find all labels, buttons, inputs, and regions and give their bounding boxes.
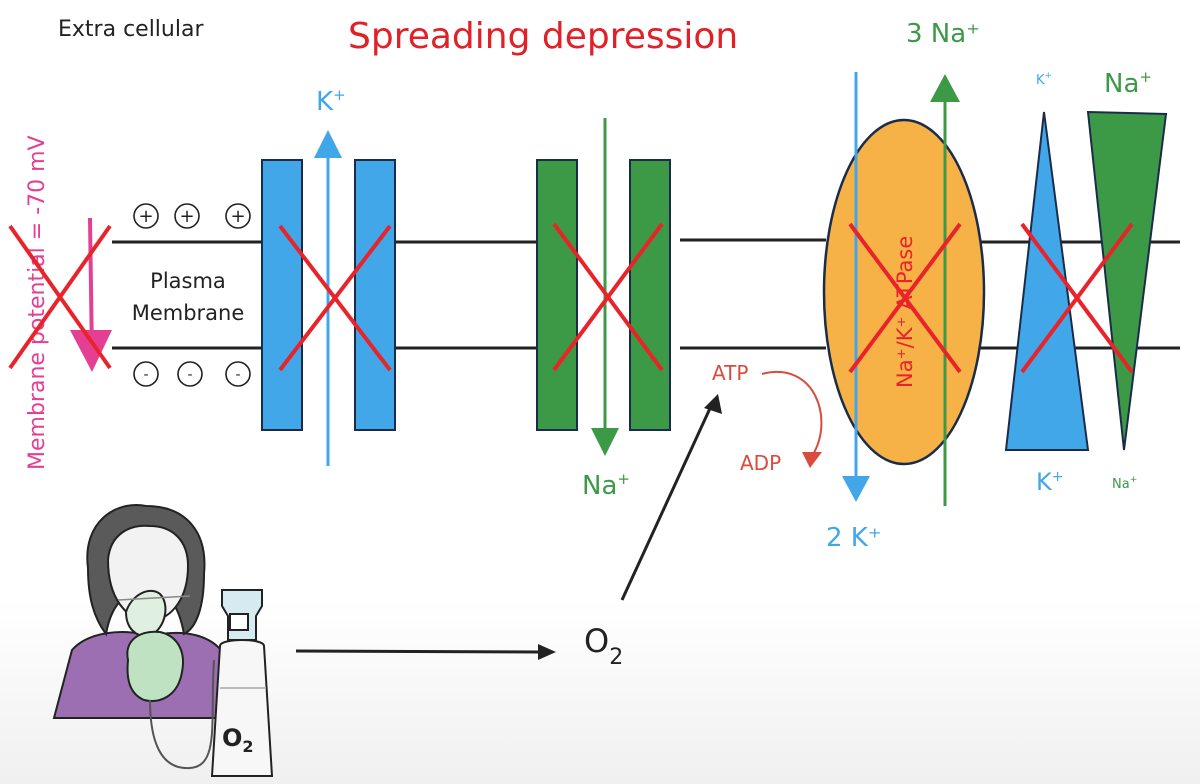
- adp-label: ADP: [740, 451, 781, 475]
- oxygen-to-atp-arrowhead: [704, 394, 722, 414]
- pump-out-label: 3 Na⁺: [906, 19, 980, 49]
- patient-illustration: [52, 504, 234, 770]
- membrane-potential-arrowhead: [70, 330, 112, 372]
- positive-charge-symbols: + + +: [138, 206, 245, 227]
- oxygen-label: O2: [584, 622, 623, 670]
- gradient-na-bottom-label: Na+: [1112, 475, 1137, 492]
- potassium-channel: [261, 130, 396, 466]
- breathing-bag: [126, 630, 184, 702]
- gradient-k-top-label: K+: [1036, 71, 1052, 88]
- gradient-cross: [1020, 222, 1134, 374]
- negative-charge-symbols: - - -: [143, 367, 240, 383]
- plasma-membrane-label-line1: Plasma: [150, 269, 226, 293]
- k-channel-ion-label: K+: [316, 86, 346, 117]
- na-channel-ion-label: Na+: [582, 470, 630, 501]
- potassium-channel-cross: [278, 224, 392, 372]
- pump-cross: [848, 222, 962, 374]
- atp-to-adp-arrowhead: [802, 452, 822, 468]
- membrane-potential-cross: [8, 224, 112, 370]
- positive-charge: +: [230, 206, 245, 227]
- positive-charge: +: [138, 206, 153, 227]
- patient-mask: [124, 589, 167, 638]
- positive-charge: +: [179, 206, 194, 227]
- oxygen-tube: [149, 659, 215, 770]
- negative-charge: -: [143, 367, 148, 383]
- pump-in-label: 2 K⁺: [826, 523, 882, 553]
- diagram-title: Spreading depression: [348, 16, 738, 57]
- gradient-na-top-label: Na+: [1104, 68, 1152, 99]
- membrane-potential-label: Membrane potential = -70 mV: [25, 135, 50, 470]
- negative-charge: -: [235, 367, 240, 383]
- plasma-membrane-label-line2: Membrane: [132, 301, 245, 325]
- oxygen-to-atp-arrow: [620, 403, 714, 601]
- sodium-channel: [536, 118, 671, 456]
- sodium-channel-cross: [552, 222, 664, 372]
- patient-to-oxygen-arrowhead: [538, 644, 556, 660]
- negative-charges: [133, 361, 251, 387]
- extracellular-label: Extra cellular: [58, 17, 204, 42]
- k-gradient-triangle: [1004, 111, 1090, 451]
- patient-mask-strap: [117, 595, 191, 601]
- gradient-k-bottom-label: K+: [1036, 468, 1063, 496]
- na-k-atpase-pump: [822, 72, 986, 506]
- oxygen-tank: [210, 589, 274, 777]
- negative-charge: -: [187, 367, 192, 383]
- tank-label: O2: [222, 724, 254, 756]
- na-gradient-triangle: [1086, 110, 1168, 451]
- tank-body: [210, 639, 274, 777]
- patient-to-oxygen-arrow: [295, 649, 541, 654]
- positive-charges: [133, 203, 251, 229]
- atp-to-adp-arrow: [761, 371, 823, 457]
- atp-label: ATP: [712, 361, 748, 385]
